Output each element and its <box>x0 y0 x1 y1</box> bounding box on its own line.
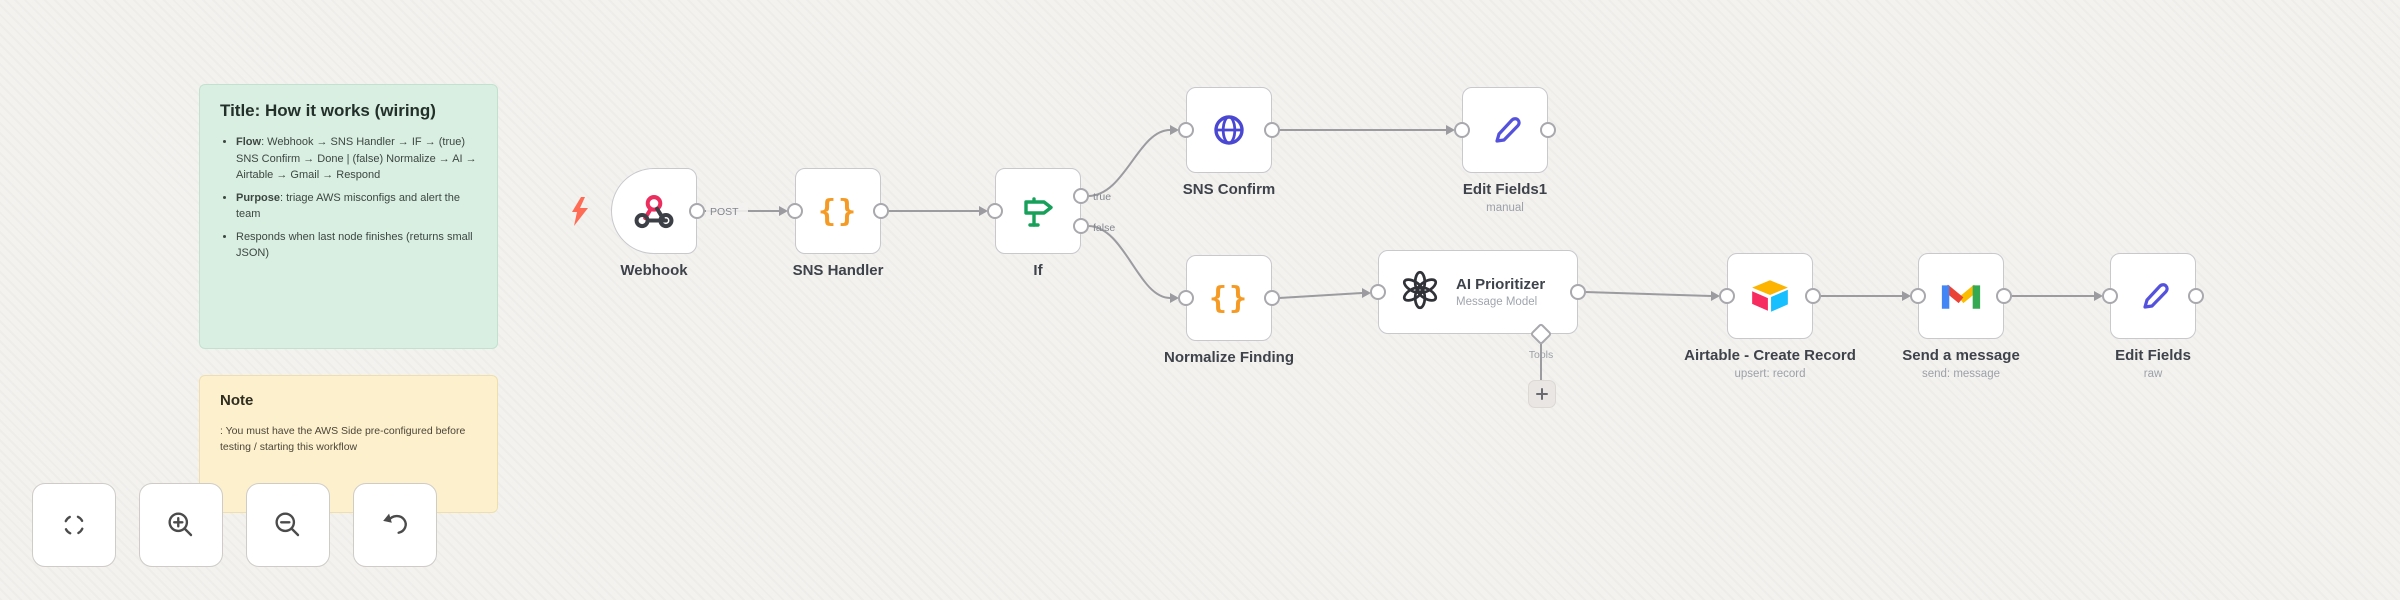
tools-port-label: Tools <box>1529 349 1554 361</box>
code-icon: {} <box>1208 280 1250 316</box>
webhook-method-label: POST <box>710 206 739 218</box>
fit-view-icon <box>63 514 85 536</box>
add-tool-button[interactable] <box>1528 380 1556 408</box>
node-edit-fields1[interactable] <box>1462 87 1548 173</box>
webhook-icon <box>612 169 696 253</box>
bullet-flow: Flow: Webhook → SNS Handler → IF → (true… <box>236 134 477 184</box>
if-signpost-icon <box>996 169 1080 253</box>
sticky-title: Note <box>220 392 254 409</box>
node-sublabel: send: message <box>1922 368 2000 380</box>
node-label-if: If <box>1033 262 1043 279</box>
connection-normalize-ai <box>1278 292 1363 299</box>
sticky-body: : You must have the AWS Side pre-configu… <box>220 425 466 454</box>
sticky-note-how-it-works[interactable]: Title: How it works (wiring) Flow: Webho… <box>199 84 498 349</box>
zoom-in-icon <box>168 512 193 537</box>
zoom-out-button[interactable] <box>246 483 330 567</box>
code-icon: {} <box>817 193 859 229</box>
node-normalize-finding[interactable]: {} <box>1186 255 1272 341</box>
node-webhook[interactable] <box>611 168 697 254</box>
bullet-responds: Responds when last node finishes (return… <box>236 229 477 262</box>
canvas-controls <box>32 483 437 567</box>
node-ai-prioritizer[interactable]: AI Prioritizer Message Model <box>1378 250 1578 334</box>
node-if[interactable] <box>995 168 1081 254</box>
node-sublabel: upsert: record <box>1734 368 1806 380</box>
zoom-out-icon <box>275 512 300 537</box>
node-subtitle: Message Model <box>1456 296 1538 308</box>
node-label-webhook: Webhook <box>620 262 688 279</box>
openai-icon <box>1397 267 1443 318</box>
node-title: AI Prioritizer <box>1456 276 1546 293</box>
sticky-bullet-list: Flow: Webhook → SNS Handler → IF → (true… <box>220 134 477 262</box>
pencil-icon <box>1463 88 1547 172</box>
plus-icon <box>1536 388 1548 400</box>
node-label-normalize-finding: Normalize Finding <box>1163 349 1294 366</box>
if-false-label: false <box>1093 222 1115 234</box>
node-sns-handler[interactable]: {} <box>795 168 881 254</box>
zoom-in-button[interactable] <box>139 483 223 567</box>
ai-node-text: AI Prioritizer Message Model <box>1456 276 1545 308</box>
trigger-pin-icon <box>572 197 588 226</box>
globe-icon <box>1187 88 1271 172</box>
node-edit-fields[interactable] <box>2110 253 2196 339</box>
node-sns-confirm[interactable] <box>1186 87 1272 173</box>
node-label-airtable: Airtable - Create Record upsert: record <box>1620 347 1920 382</box>
undo-arrow-icon <box>383 513 407 534</box>
connection-ai-airtable <box>1584 291 1712 297</box>
node-label-sns-handler: SNS Handler <box>792 262 884 279</box>
node-sublabel: raw <box>2143 368 2163 380</box>
airtable-icon <box>1728 254 1812 338</box>
node-sublabel: manual <box>1486 202 1524 214</box>
node-gmail[interactable] <box>1918 253 2004 339</box>
node-airtable[interactable] <box>1727 253 1813 339</box>
node-label-sns-confirm: SNS Confirm <box>1182 181 1276 198</box>
pencil-icon <box>2111 254 2195 338</box>
sticky-title: Title: How it works (wiring) <box>220 101 436 120</box>
node-label-edit-fields: Edit Fields raw <box>2003 347 2303 382</box>
node-label-gmail: Send a message send: message <box>1811 347 2111 382</box>
gmail-icon <box>1919 254 2003 338</box>
node-label-edit-fields1: Edit Fields1 manual <box>1355 181 1655 216</box>
zoom-to-fit-button[interactable] <box>32 483 116 567</box>
bullet-purpose: Purpose: triage AWS misconfigs and alert… <box>236 190 477 223</box>
reset-view-button[interactable] <box>353 483 437 567</box>
